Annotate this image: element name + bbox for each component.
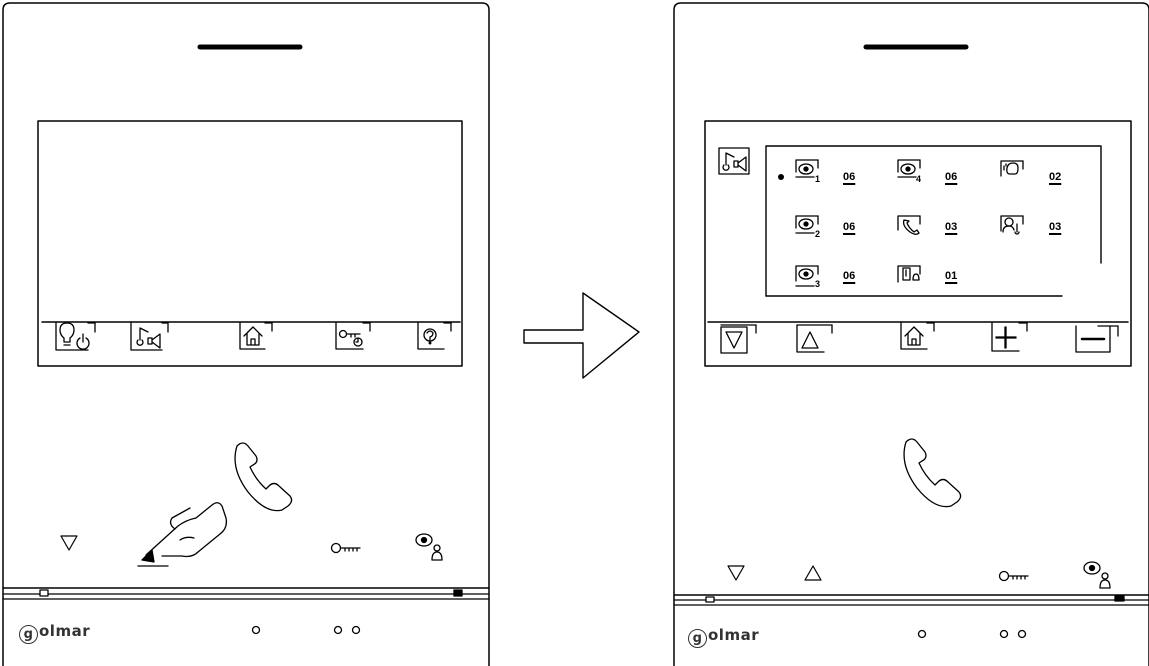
led-indicator-right xyxy=(1114,595,1125,602)
setting-value[interactable]: 06 xyxy=(843,171,856,183)
setting-value[interactable]: 03 xyxy=(1049,221,1062,233)
brand-initial: g xyxy=(19,625,38,644)
right-device xyxy=(673,2,1149,666)
key-icon[interactable] xyxy=(330,542,361,554)
circle-button[interactable] xyxy=(1017,629,1027,639)
camera-number: 3 xyxy=(815,279,821,289)
brand-text: olmar xyxy=(39,622,91,640)
settings-panel xyxy=(765,145,1102,297)
softkey-plus[interactable] xyxy=(991,322,1028,352)
setting-value[interactable]: 01 xyxy=(945,270,958,282)
handset-icon[interactable] xyxy=(234,442,293,512)
monitor-user-icon[interactable] xyxy=(415,533,443,561)
down-triangle-icon[interactable] xyxy=(727,565,745,581)
softkey-home[interactable] xyxy=(900,322,935,350)
menu-icon-bulb[interactable] xyxy=(55,322,96,351)
right-screen xyxy=(704,120,1132,367)
led-indicator xyxy=(705,596,715,603)
menu-icon-home[interactable] xyxy=(239,322,273,350)
softkey-down[interactable] xyxy=(720,324,757,354)
menu-icon-help[interactable] xyxy=(417,322,452,350)
camera-1-icon xyxy=(795,159,819,178)
door-tone-icon xyxy=(897,265,921,283)
camera-4-icon xyxy=(897,159,921,178)
setting-value[interactable]: 02 xyxy=(1049,171,1062,183)
menu-icon-key[interactable] xyxy=(335,322,371,350)
camera-2-icon xyxy=(795,215,819,234)
door-bell-tone-icon xyxy=(1000,160,1024,177)
setting-value[interactable]: 06 xyxy=(843,270,856,282)
setting-value[interactable]: 03 xyxy=(945,221,958,233)
circle-button[interactable] xyxy=(333,625,343,635)
user-tone-icon xyxy=(1000,215,1024,235)
menu-icon-tone[interactable] xyxy=(130,322,169,351)
softkey-minus[interactable] xyxy=(1075,325,1119,353)
selection-bullet xyxy=(778,174,784,180)
setting-value[interactable]: 06 xyxy=(945,171,958,183)
softkey-up[interactable] xyxy=(796,324,833,353)
brand-text: olmar xyxy=(708,626,760,644)
left-screen xyxy=(37,120,463,367)
handset-icon[interactable] xyxy=(903,438,962,508)
camera-3-icon xyxy=(795,265,819,287)
circle-button[interactable] xyxy=(917,629,927,639)
camera-number: 1 xyxy=(815,174,821,184)
led-indicator-right xyxy=(453,589,463,597)
monitor-user-icon[interactable] xyxy=(1083,561,1111,589)
ring-tone-icon xyxy=(718,147,750,175)
brand-initial: g xyxy=(688,629,707,648)
camera-number: 4 xyxy=(916,174,922,184)
down-triangle-icon[interactable] xyxy=(60,535,78,551)
circle-button[interactable] xyxy=(251,625,261,635)
camera-number: 2 xyxy=(815,229,821,239)
key-icon[interactable] xyxy=(998,570,1029,582)
arrow-right-icon xyxy=(523,292,640,379)
setting-value[interactable]: 06 xyxy=(843,221,856,233)
left-device xyxy=(2,2,490,666)
led-indicator xyxy=(39,589,49,597)
up-triangle-icon[interactable] xyxy=(804,565,822,581)
circle-button[interactable] xyxy=(999,629,1009,639)
circle-button[interactable] xyxy=(351,625,361,635)
touch-hand-icon[interactable] xyxy=(137,502,228,567)
handset-tone-icon[interactable] xyxy=(897,215,921,235)
